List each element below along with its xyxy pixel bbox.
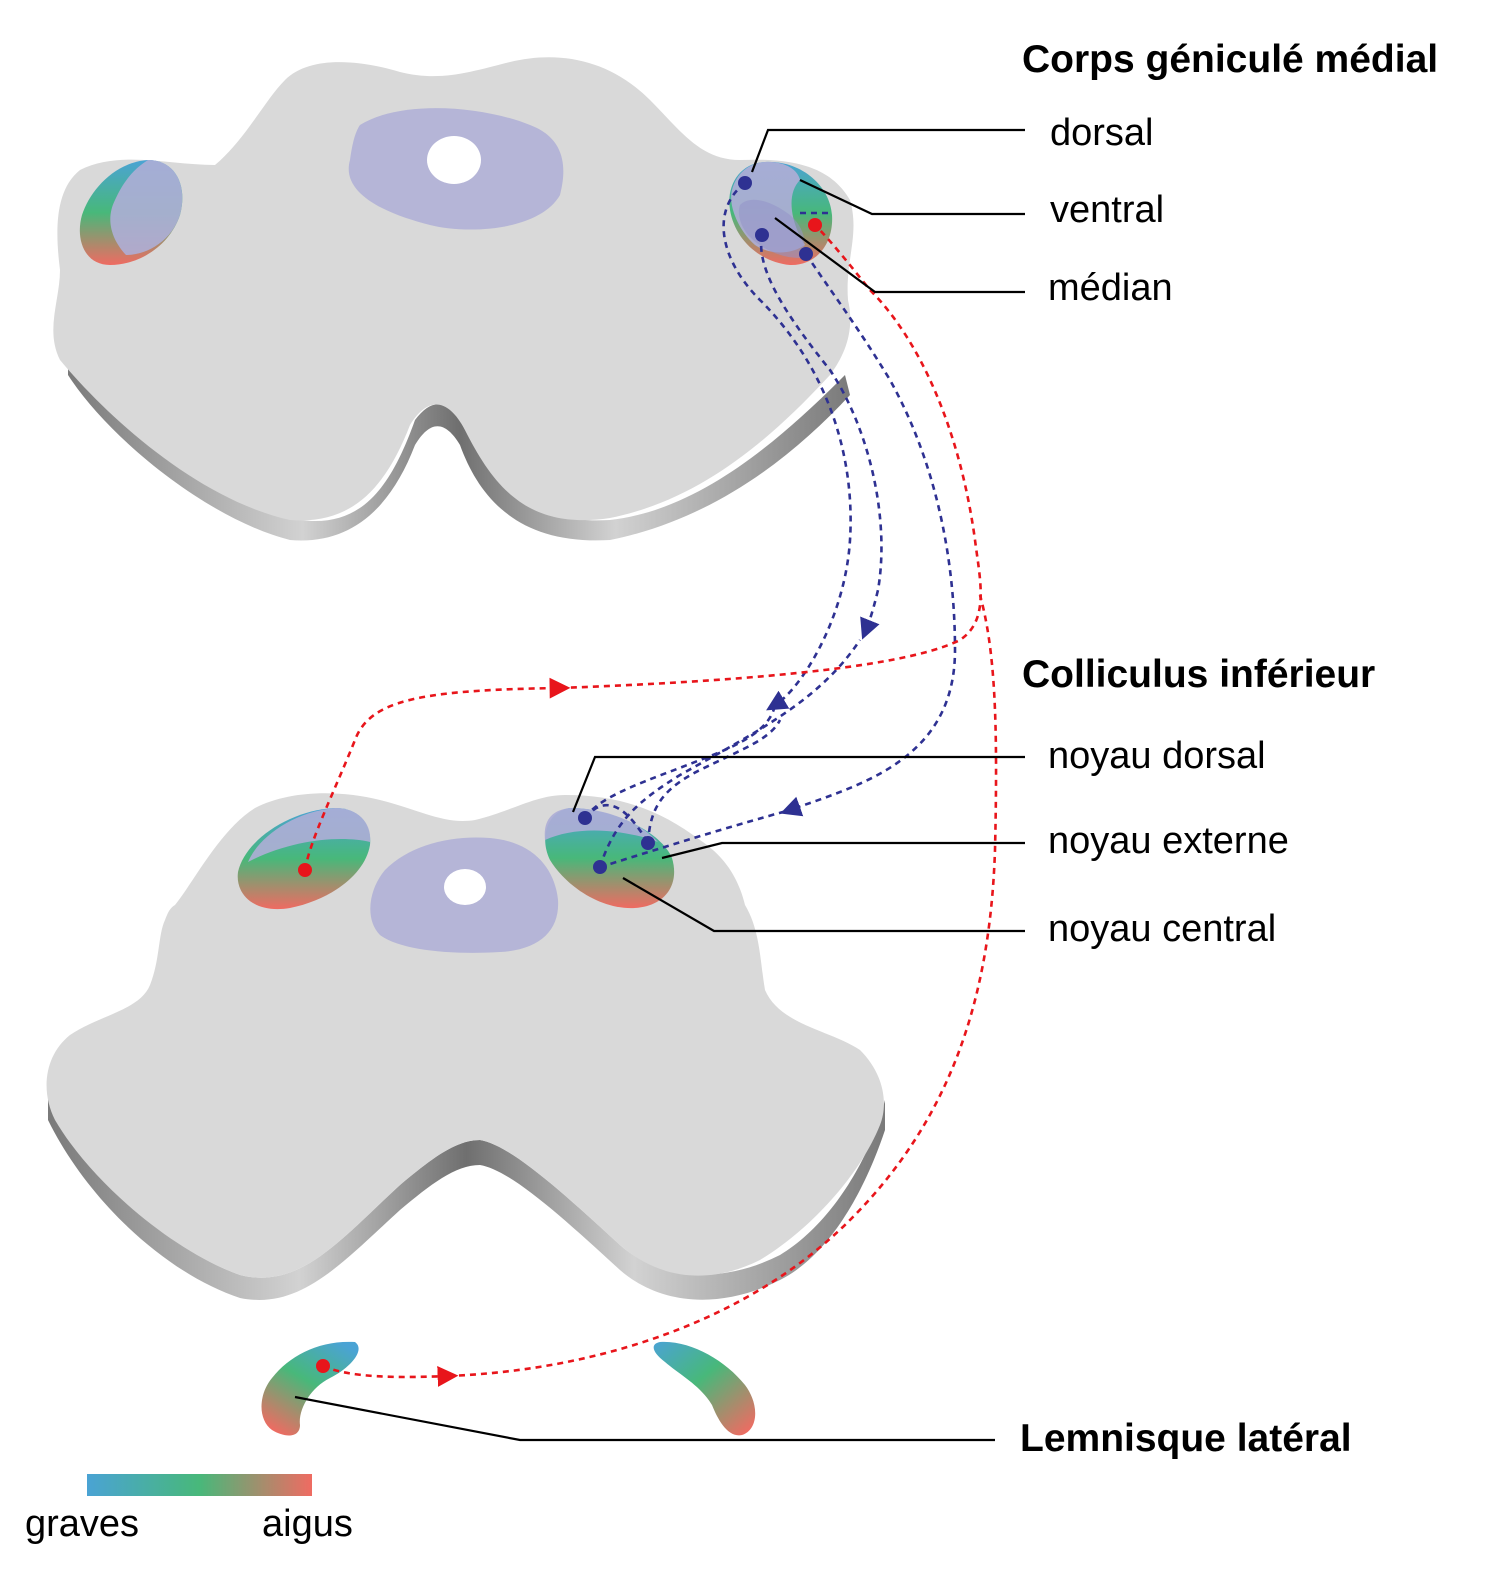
nucleus-points [298,176,822,1373]
ic-title: Colliculus inférieur [1022,653,1375,696]
leader-mgb-dorsal [750,128,1025,173]
legend-gradient-bar [87,1474,312,1496]
mgb-slice [53,57,854,541]
mgb-left-dorsal [110,160,183,255]
ic-dorsal-point [578,811,592,825]
blue-path-6 [646,719,782,844]
projection-paths [303,181,998,1387]
red-path-ll-to-ic [322,1364,459,1387]
mgb-dorsal-point [738,176,752,190]
mgb-right-median [738,199,805,258]
ic-central-point [593,860,607,874]
mgb-ventral-point [808,218,822,232]
mgb-central-hole [427,136,481,184]
mgb-median-point-a [755,228,769,242]
red-path-ic-to-mgb-long [559,224,982,690]
leader-ic-dorsal [571,755,1025,813]
ll-point [316,1359,330,1373]
legend-high-label: aigus [262,1503,353,1545]
mgb-label-dorsal: dorsal [1050,112,1154,154]
leader-mgb-ventral [799,179,1025,216]
ic-label-external: noyau externe [1048,820,1289,862]
leader-lines [294,128,1025,1442]
mgb-title: Corps géniculé médial [1022,38,1438,81]
red-path-ll-long [447,594,998,1378]
blue-path-1 [722,181,852,711]
ic-central-hole [444,869,486,905]
blue-path-5 [598,639,862,868]
mgb-slice-face [53,57,854,521]
frequency-legend: graves aigus [25,1474,353,1545]
leader-ic-central [622,877,1025,933]
ic-external-point [641,836,655,850]
blue-path-3 [780,253,957,817]
ic-slice-face [46,793,884,1278]
leader-mgb-median [774,217,1025,294]
mgb-median-point-b [799,247,813,261]
ic-left-central-point [298,863,312,877]
leader-ic-external [661,841,1025,860]
blue-path-2 [759,234,883,640]
blue-path-8 [584,803,650,844]
legend-low-label: graves [25,1503,139,1545]
blue-path-7 [599,808,791,869]
ic-label-dorsal: noyau dorsal [1048,735,1266,777]
labels: Corps géniculé médial dorsal ventral méd… [1020,38,1438,1460]
ic-left-dorsal [248,808,371,862]
ll-title: Lemnisque latéral [1020,1417,1352,1460]
ic-slice [46,793,885,1300]
ll-right-nucleus [653,1341,756,1436]
ll-slice [261,1341,756,1436]
ic-right-dorsal [544,808,658,842]
ll-left-nucleus [261,1341,359,1436]
leader-ll [294,1395,995,1442]
mgb-label-ventral: ventral [1050,189,1164,231]
red-path-ic-to-mgb-upper [303,677,571,871]
ic-label-central: noyau central [1048,908,1276,950]
mgb-label-median: médian [1048,267,1173,309]
